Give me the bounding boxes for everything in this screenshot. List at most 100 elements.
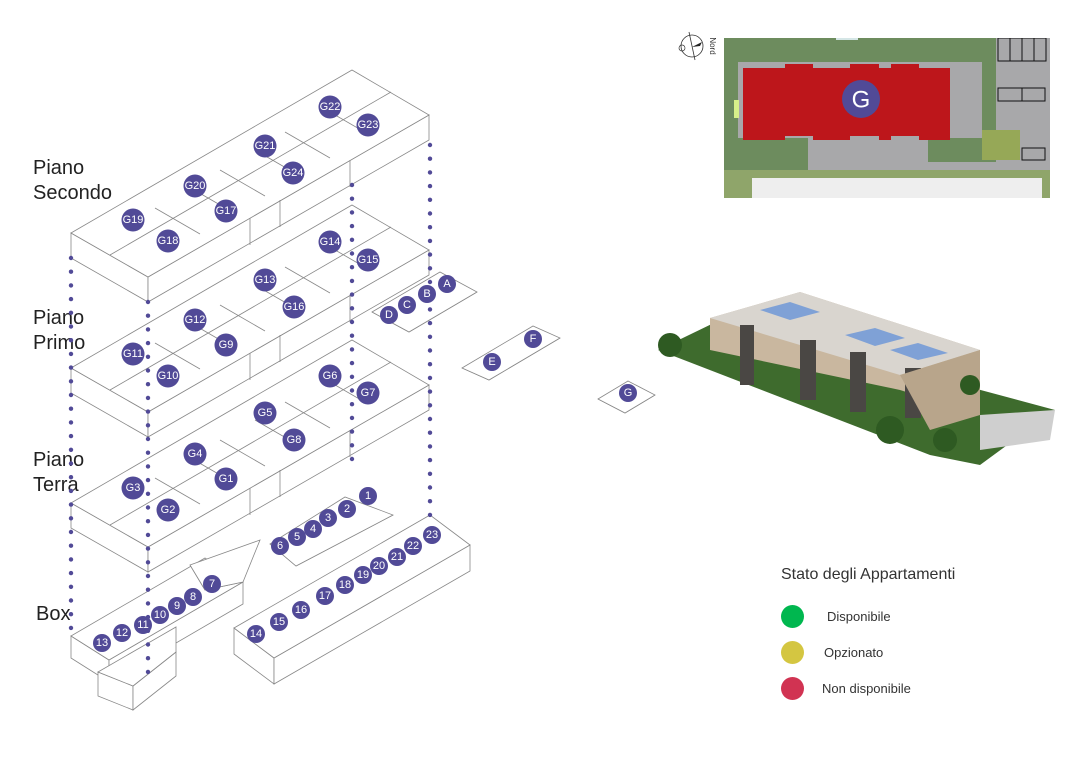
unit-marker-e[interactable]: E [483,353,501,371]
box-marker-15[interactable]: 15 [270,613,288,631]
unit-marker-g19[interactable]: G19 [121,208,145,232]
unit-marker-g2[interactable]: G2 [156,498,180,522]
vertical-guide-dot [427,362,433,367]
vertical-guide-dot [68,502,74,507]
box-marker-3[interactable]: 3 [319,509,337,527]
unit-marker-g21[interactable]: G21 [253,134,277,158]
box-marker-20[interactable]: 20 [370,557,388,575]
vertical-guide-dot [68,269,74,274]
box-marker-18[interactable]: 18 [336,576,354,594]
svg-text:G: G [624,387,633,399]
vertical-guide-dot [427,197,433,202]
box-marker-4[interactable]: 4 [304,520,322,538]
unit-marker-g16[interactable]: G16 [282,295,306,319]
unit-marker-g[interactable]: G [619,384,637,402]
vertical-guide-dot [427,485,433,490]
box-marker-8[interactable]: 8 [184,588,202,606]
vertical-guide-dot [145,464,151,469]
unit-marker-g4[interactable]: G4 [183,442,207,466]
vertical-guide-dot [145,491,151,496]
unit-marker-c[interactable]: C [398,296,416,314]
svg-text:20: 20 [373,560,385,572]
svg-text:F: F [530,333,537,345]
unit-marker-g15[interactable]: G15 [356,248,380,272]
vertical-guide-dot [427,416,433,422]
legend-label: Non disponibile [822,680,911,696]
box-marker-23[interactable]: 23 [423,526,441,544]
vertical-guide-dot [349,319,355,325]
box-marker-13[interactable]: 13 [93,634,111,652]
box-marker-16[interactable]: 16 [292,601,310,619]
vertical-guide-dot [68,557,74,562]
box-marker-9[interactable]: 9 [168,597,186,615]
box-marker-1[interactable]: 1 [359,487,377,505]
unit-marker-g11[interactable]: G11 [121,342,145,366]
unit-marker-g13[interactable]: G13 [253,268,277,292]
vertical-guide-dot [68,324,74,329]
unit-marker-g1[interactable]: G1 [214,467,238,491]
svg-text:G5: G5 [258,407,273,419]
vertical-guide-dot [427,307,433,312]
box-marker-12[interactable]: 12 [113,624,131,642]
box-marker-6[interactable]: 6 [271,537,289,555]
vertical-guide-dot [349,402,355,407]
unit-marker-g20[interactable]: G20 [183,174,207,198]
vertical-guide-dot [68,296,74,302]
vertical-guide-dot [427,211,433,216]
box-marker-14[interactable]: 14 [247,625,265,643]
unit-marker-g6[interactable]: G6 [318,364,342,388]
box-marker-11[interactable]: 11 [134,616,152,634]
box-marker-5[interactable]: 5 [288,528,306,546]
box-marker-19[interactable]: 19 [354,566,372,584]
vertical-guide-dot [427,403,433,408]
building-marker-g[interactable]: G [842,80,880,118]
vertical-guide-dot [68,406,74,411]
unit-marker-b[interactable]: B [418,285,436,303]
unit-marker-g17[interactable]: G17 [214,199,238,223]
unit-divider [284,266,331,294]
box-marker-21[interactable]: 21 [388,548,406,566]
svg-text:9: 9 [174,600,180,612]
unit-marker-g5[interactable]: G5 [253,401,277,425]
unit-marker-g9[interactable]: G9 [214,333,238,357]
box-marker-2[interactable]: 2 [338,500,356,518]
status-dot-unavailable [781,676,804,700]
legend-item-opzionato[interactable]: Opzionato [781,634,955,670]
box-marker-7[interactable]: 7 [203,575,221,593]
unit-marker-g14[interactable]: G14 [318,230,342,254]
legend-title: Stato degli Appartamenti [781,566,956,583]
vertical-guide-dot [349,223,355,229]
unit-marker-g3[interactable]: G3 [121,476,145,500]
legend-item-non-disponibile[interactable]: Non disponibile [781,670,955,706]
svg-text:8: 8 [190,591,196,603]
unit-marker-g22[interactable]: G22 [318,95,342,119]
vertical-guide-dot [145,368,151,373]
svg-text:3: 3 [325,512,331,524]
unit-marker-g24[interactable]: G24 [281,161,305,185]
unit-marker-a[interactable]: A [438,275,456,293]
unit-marker-g8[interactable]: G8 [282,428,306,452]
vertical-guide-dot [68,433,74,439]
vertical-guide-dot [68,598,74,603]
site-plan-map[interactable]: G [724,38,1050,198]
svg-text:B: B [423,288,430,300]
svg-text:D: D [385,309,393,321]
unit-marker-g10[interactable]: G10 [156,364,180,388]
unit-marker-g12[interactable]: G12 [183,308,207,332]
box-marker-10[interactable]: 10 [151,606,169,624]
vertical-guide-dot [68,351,74,357]
svg-text:G11: G11 [123,348,143,360]
legend-item-disponibile[interactable]: Disponibile [781,598,955,634]
unit-marker-f[interactable]: F [524,330,542,348]
unit-marker-g18[interactable]: G18 [156,229,180,253]
unit-divider [154,477,201,505]
box-marker-22[interactable]: 22 [404,537,422,555]
unit-marker-g7[interactable]: G7 [356,381,380,405]
vertical-guide-dot [427,334,433,339]
svg-text:G19: G19 [123,214,144,226]
unit-marker-g23[interactable]: G23 [356,113,380,137]
box-marker-17[interactable]: 17 [316,587,334,605]
unit-divider [154,342,201,370]
unit-marker-d[interactable]: D [380,306,398,324]
svg-text:21: 21 [391,551,403,563]
